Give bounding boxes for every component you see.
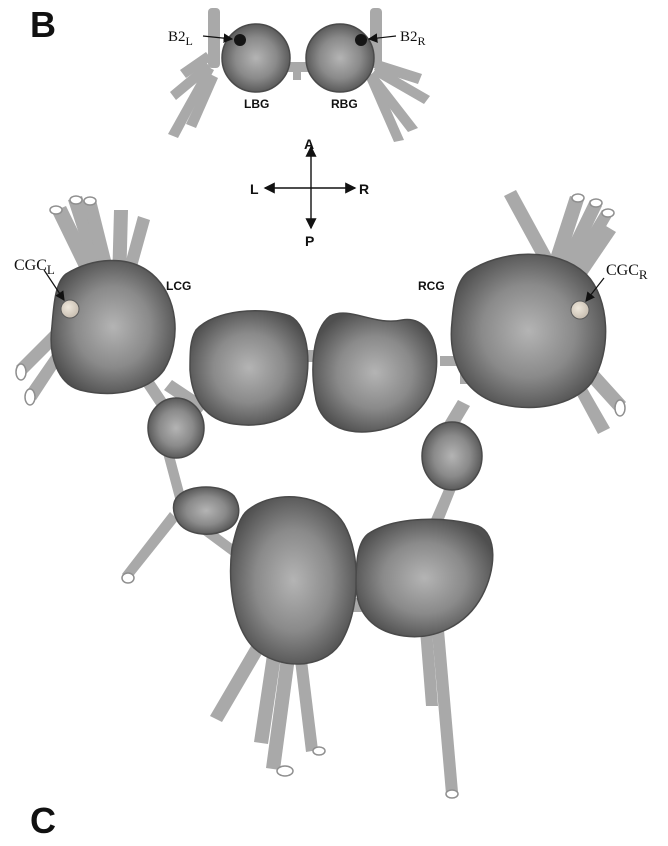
- b2-right-label: B2R: [400, 29, 426, 48]
- posterior-nerves: [210, 630, 458, 794]
- b2-left-label: B2L: [168, 29, 193, 48]
- left-pleural-ganglion: [190, 311, 308, 425]
- right-pleural-ganglion: [313, 313, 437, 432]
- right-pedal-ganglion: [422, 422, 482, 490]
- nerve-end: [313, 747, 325, 755]
- rbg-label: RBG: [331, 97, 358, 111]
- nerve-end: [16, 364, 26, 380]
- rcg-label: RCG: [418, 279, 445, 293]
- cgc-right-label: CGCR: [606, 262, 648, 282]
- left-buccal-ganglion: [222, 24, 290, 92]
- right-cerebral-ganglion: [451, 254, 605, 407]
- orientation-compass: [265, 147, 355, 228]
- nerve-end: [50, 206, 62, 214]
- nerve-end: [446, 790, 458, 798]
- right-buccal-ganglion: [306, 24, 374, 92]
- buccal-nerves-right: [366, 8, 430, 142]
- nerve-end: [602, 209, 614, 217]
- cgc-right-cell: [571, 301, 589, 319]
- cgc-left-cell: [61, 300, 79, 318]
- nerve-end: [25, 389, 35, 405]
- left-label: L: [250, 181, 259, 197]
- nerve-end: [70, 196, 82, 204]
- lbg-label: LBG: [244, 97, 269, 111]
- lcg-label: LCG: [166, 279, 191, 293]
- nerve-end: [122, 573, 134, 583]
- anterior-label: A: [304, 136, 314, 152]
- right-label: R: [359, 181, 369, 197]
- nerve-end: [590, 199, 602, 207]
- visceral-ganglion: [231, 497, 357, 664]
- nerve-end: [572, 194, 584, 202]
- left-parietal-ganglion: [174, 487, 239, 534]
- posterior-label: P: [305, 233, 314, 249]
- left-cerebral-ganglion: [51, 260, 175, 393]
- buccal-connective: [293, 66, 301, 80]
- nerve-end: [615, 400, 625, 416]
- left-pedal-ganglion: [148, 398, 204, 458]
- nerve-end: [277, 766, 293, 776]
- b2-right-cell: [355, 34, 367, 46]
- buccal-nerves-left: [168, 8, 220, 138]
- right-parietal-ganglion: [356, 519, 493, 636]
- nerve-end: [84, 197, 96, 205]
- cgc-left-label: CGCL: [14, 257, 55, 277]
- b2-left-cell: [234, 34, 246, 46]
